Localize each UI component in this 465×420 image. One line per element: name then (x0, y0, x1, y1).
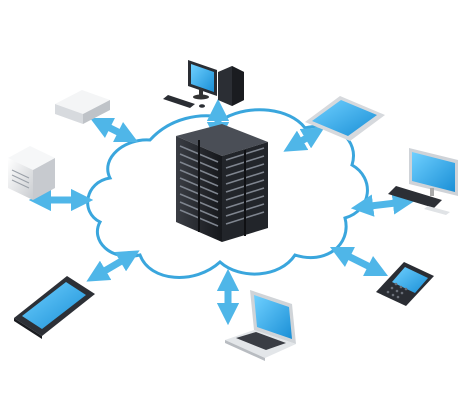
desktop-computer-icon (163, 60, 244, 108)
rack-server-unit-icon (55, 90, 110, 124)
smartphone-icon (14, 276, 95, 339)
arrow-rack-unit (89, 117, 139, 143)
desktop-monitor-keyboard-icon (388, 148, 458, 215)
server-rack-icon (176, 124, 268, 242)
tower-server-icon (8, 146, 55, 200)
arrow-tablet (283, 127, 325, 152)
smartphone-keyboard-icon (376, 262, 434, 306)
laptop-icon (225, 290, 296, 361)
arrow-desktop-monitor (350, 192, 416, 217)
arrow-smartphone (86, 250, 140, 282)
tablet-icon (305, 96, 385, 141)
connection-arrows (28, 98, 416, 326)
arrow-blackberry (329, 246, 389, 277)
